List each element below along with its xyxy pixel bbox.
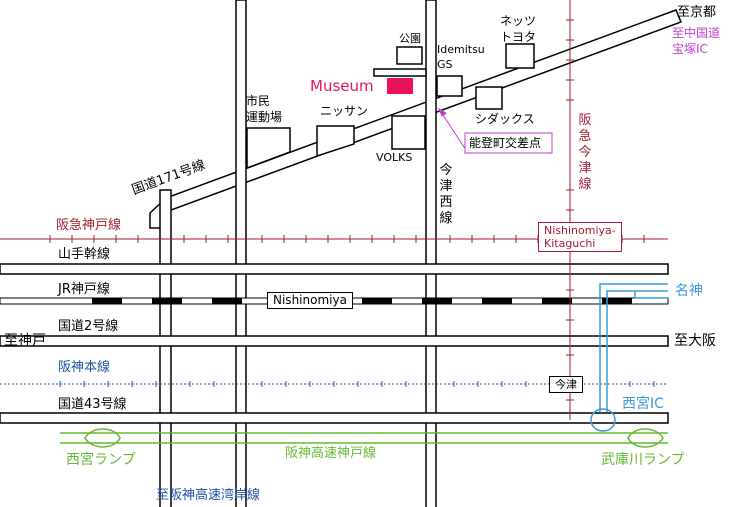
imazu-nishi-road bbox=[425, 0, 437, 507]
museum-marker bbox=[387, 78, 413, 94]
route-2-road bbox=[0, 335, 669, 347]
noto-pointer bbox=[437, 107, 467, 151]
nishinomiya-station: Nishinomiya bbox=[267, 292, 353, 309]
noto-callout bbox=[464, 132, 553, 154]
hankyu-kobe-line-label: 阪急神戸線 bbox=[56, 218, 122, 233]
yamate-kansen-label: 山手幹線 bbox=[58, 247, 111, 262]
museum-outline bbox=[373, 68, 427, 77]
to-kyoto-label: 至京都 bbox=[677, 5, 717, 20]
museum-label: Museum bbox=[310, 77, 374, 95]
vertical-road-west bbox=[159, 189, 172, 507]
hanshin-main-line-label: 阪神本線 bbox=[58, 360, 111, 375]
imazu-nishi-line-label: 今津西線 bbox=[439, 163, 453, 226]
netz-toyota-label: ネッツ トヨタ bbox=[500, 14, 537, 44]
volks-label: VOLKS bbox=[376, 151, 413, 164]
meishin-label: 名神 bbox=[675, 283, 703, 299]
route-43-label: 国道43号線 bbox=[58, 397, 127, 412]
hankyu-imazu-line bbox=[566, 0, 574, 420]
idemitsu-label: Idemitsu GS bbox=[437, 43, 485, 71]
yamate-kansen-road bbox=[0, 263, 669, 275]
route-2-label: 国道2号線 bbox=[58, 319, 119, 334]
vertical-road-center bbox=[235, 0, 247, 507]
nissan-label: ニッサン bbox=[320, 104, 369, 118]
building-shimin-undojo bbox=[246, 127, 291, 170]
nishinomiya-ramp-label: 西宮ランプ bbox=[66, 452, 136, 468]
to-kobe-label: 至神戸 bbox=[4, 333, 46, 349]
route-43-road bbox=[0, 412, 669, 424]
hanshin-expressway-label: 阪神高速神戸線 bbox=[285, 446, 377, 461]
siddax-label: シダックス bbox=[475, 112, 535, 126]
hanshin-expressway bbox=[60, 428, 668, 448]
mukogawa-ramp-label: 武庫川ランプ bbox=[601, 452, 685, 468]
to-chugoku-label: 至中国道 宝塚IC bbox=[672, 26, 721, 56]
imazu-station: 今津 bbox=[549, 376, 583, 393]
to-osaka-label: 至大阪 bbox=[674, 333, 716, 349]
nishinomiya-ic-label: 西宮IC bbox=[622, 396, 664, 412]
building-park bbox=[396, 46, 423, 65]
shimin-undojo-label: 市民 運動場 bbox=[246, 94, 283, 124]
building-netz-toyota bbox=[505, 43, 535, 69]
building-siddax bbox=[475, 86, 503, 110]
noto-crossing-label: 能登町交差点 bbox=[469, 136, 542, 150]
park-label: 公園 bbox=[399, 32, 421, 45]
building-idemitsu bbox=[436, 75, 463, 97]
meishin-expressway bbox=[590, 283, 668, 432]
jr-kobe-line-label: JR神戸線 bbox=[58, 282, 110, 297]
hankyu-imazu-line-label: 阪急今津線 bbox=[578, 113, 592, 192]
building-volks bbox=[391, 115, 426, 150]
to-wangan-label: 至阪神高速湾岸線 bbox=[156, 488, 261, 503]
nishinomiya-kitaguchi-station: Nishinomiya- Kitaguchi bbox=[538, 222, 622, 252]
building-nissan bbox=[316, 125, 355, 158]
